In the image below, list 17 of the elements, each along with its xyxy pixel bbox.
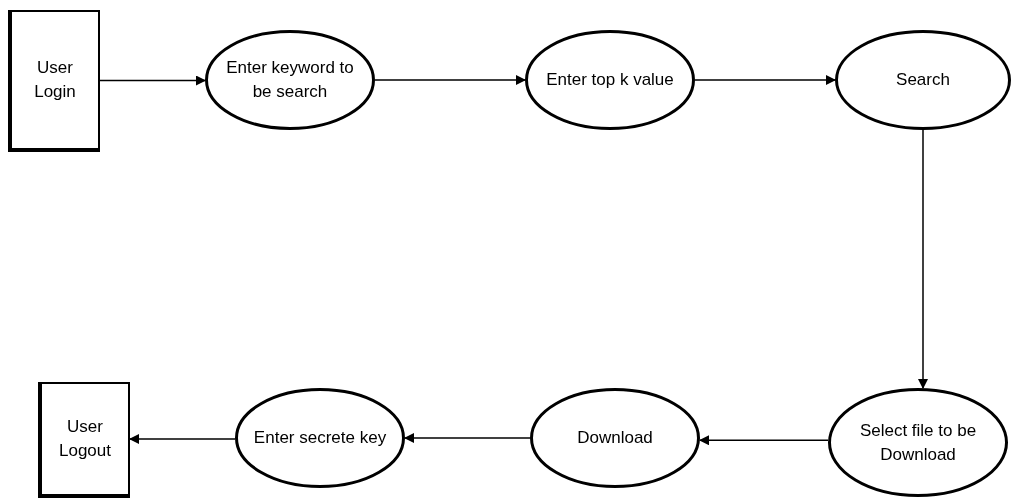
node-label: Search bbox=[896, 69, 950, 91]
arrow bbox=[129, 434, 236, 444]
arrow bbox=[918, 129, 928, 389]
node-label: Enter secrete key bbox=[253, 427, 387, 449]
node-label: User Logout bbox=[58, 416, 112, 462]
arrow bbox=[699, 435, 829, 446]
arrow bbox=[374, 75, 526, 85]
arrow bbox=[404, 433, 531, 443]
process-box bbox=[8, 10, 100, 152]
node-label: Enter keyword to be search bbox=[225, 57, 355, 103]
node-label: Select file to be Download bbox=[858, 419, 978, 466]
arrow bbox=[694, 75, 836, 85]
node-label: User Login bbox=[33, 57, 77, 103]
process-box bbox=[38, 382, 130, 498]
arrow bbox=[99, 75, 206, 86]
node-label: Download bbox=[577, 427, 653, 449]
node-label: Enter top k value bbox=[546, 69, 674, 91]
